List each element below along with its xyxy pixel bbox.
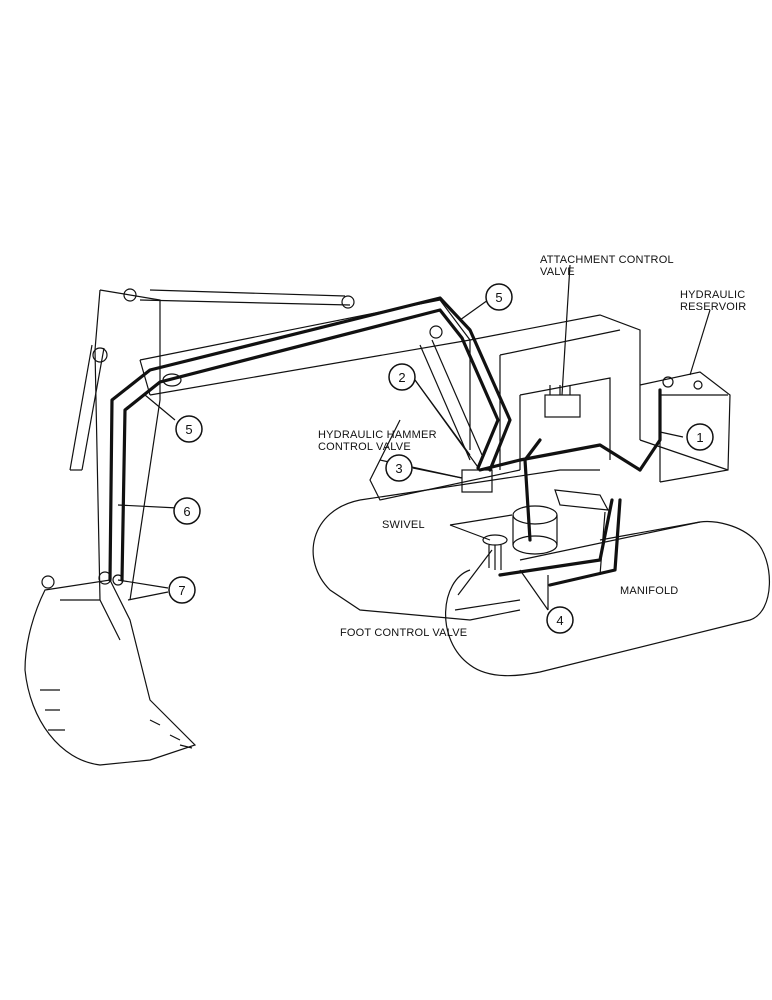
manifold (554, 489, 610, 511)
hammer-hoses (108, 296, 512, 582)
callout-2-number: 2 (398, 370, 405, 385)
hammer-control-valve-label: HYDRAULIC HAMMER (318, 429, 437, 441)
callout-5-boom: 5 (175, 415, 203, 443)
hydraulic-reservoir-label: HYDRAULIC (680, 289, 745, 301)
swivel-label: SWIVEL (382, 519, 425, 531)
hammer-control-valve (461, 469, 493, 493)
arm-cylinder (69, 344, 105, 471)
upper-structure (369, 314, 731, 501)
foot-control-valve-label: FOOT CONTROL VALVE (340, 627, 467, 639)
manifold-label: MANIFOLD (620, 585, 678, 597)
callout-1: 1 (686, 423, 714, 451)
callout-3-number: 3 (395, 461, 402, 476)
front-track (445, 520, 771, 677)
arm (92, 288, 355, 601)
callout-2: 2 (388, 363, 416, 391)
hydraulic-reservoir (662, 376, 703, 390)
foot-control-valve (482, 534, 508, 570)
callout-4-number: 4 (556, 613, 563, 628)
attachment-control-valve-label: ATTACHMENT CONTROL (540, 254, 674, 266)
callout-4: 4 (546, 606, 574, 634)
callout-6: 6 (173, 497, 201, 525)
callout-7: 7 (168, 576, 196, 604)
callout-5-boom-number: 5 (185, 422, 192, 437)
callout-5-top: 5 (485, 283, 513, 311)
callout-6-number: 6 (183, 504, 190, 519)
pump-hoses (478, 388, 662, 587)
attachment-control-valve-label-2: VALVE (540, 266, 575, 278)
bucket (24, 571, 197, 766)
callout-3: 3 (385, 454, 413, 482)
callout-1-number: 1 (696, 430, 703, 445)
hammer-control-valve-label-2: CONTROL VALVE (318, 441, 411, 453)
callout-7-number: 7 (178, 583, 185, 598)
boom-cylinder (419, 339, 483, 461)
callout-5-top-number: 5 (495, 290, 502, 305)
hydraulic-reservoir-label-2: RESERVOIR (680, 301, 746, 313)
swivel (512, 505, 558, 555)
